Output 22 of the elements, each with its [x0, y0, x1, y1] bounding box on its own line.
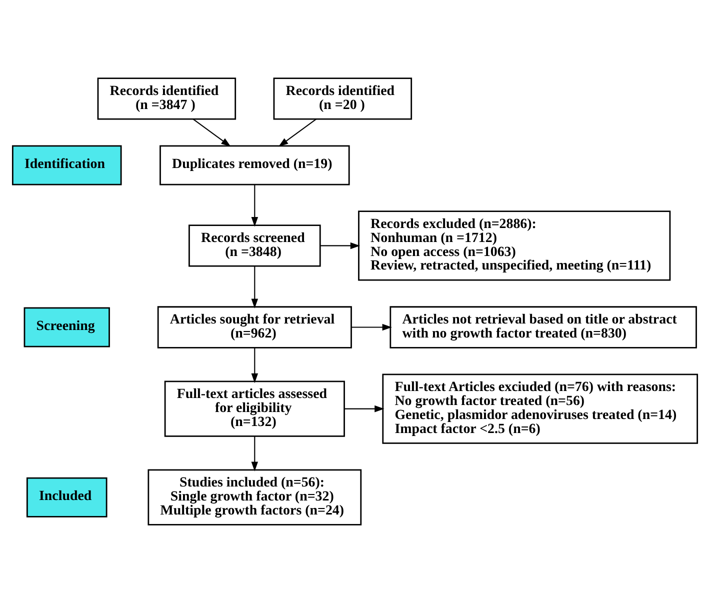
arrow: [192, 118, 231, 146]
node-box: Records identified (n =3847 ): [97, 77, 236, 120]
node-box: Articles not retrieval based on title or abstract with no growth factor treated (n=830): [390, 306, 697, 348]
arrow: [251, 436, 258, 471]
node-box: Duplicates removed (n=19): [160, 144, 350, 185]
arrow: [251, 266, 258, 308]
node-box: Included: [26, 476, 108, 517]
arrow: [251, 347, 258, 383]
arrow: [251, 184, 258, 226]
arrow: [344, 404, 384, 412]
node-box: Full-text articles assessed for eligibility (n=132): [164, 380, 345, 436]
node-box: Records excluded (n=2886): Nonhuman (n =1712) No open access (n=1063) Review, retracted, unspecified, meeting (n=111): [358, 210, 671, 280]
node-box: Screening: [24, 306, 110, 347]
arrow: [278, 118, 317, 146]
node-box: Full-text Articles exciuded (n=76) with reasons: No growth factor treated (n=56) Genetic, plasmidor adenoviruses treated (n=14) Impact factor <2.5 (n=6): [382, 373, 698, 444]
arrow: [320, 242, 360, 249]
node-box: Records screened (n =3848): [188, 224, 321, 266]
node-box: Identification: [12, 144, 122, 185]
arrow: [351, 323, 392, 330]
node-box: Records identified (n =20 ): [273, 77, 412, 120]
node-box: Articles sought for retrieval (n=962): [157, 306, 352, 348]
node-box: Studies included (n=56): Single growth factor (n=32) Multiple growth factors (n=24): [148, 468, 362, 525]
